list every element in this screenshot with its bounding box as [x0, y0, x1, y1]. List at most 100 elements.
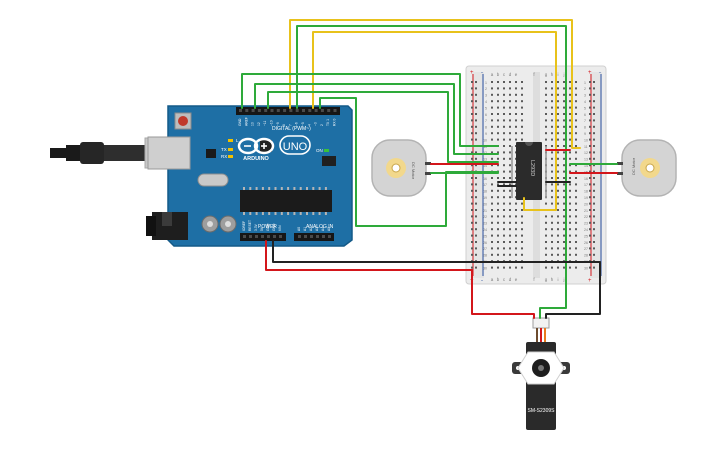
breadboard-hole[interactable]	[575, 215, 577, 218]
breadboard-hole[interactable]	[557, 196, 559, 199]
breadboard-hole[interactable]	[491, 196, 493, 199]
rail-hole[interactable]	[471, 266, 473, 269]
breadboard-hole[interactable]	[569, 196, 571, 199]
breadboard-hole[interactable]	[521, 234, 523, 237]
breadboard-hole[interactable]	[569, 138, 571, 141]
breadboard-hole[interactable]	[545, 132, 547, 135]
rail-hole[interactable]	[593, 157, 595, 160]
breadboard-hole[interactable]	[569, 247, 571, 250]
rail-hole[interactable]	[593, 189, 595, 192]
header-pin[interactable]	[304, 235, 307, 238]
breadboard-hole[interactable]	[557, 170, 559, 173]
breadboard-hole[interactable]	[503, 221, 505, 224]
breadboard-hole[interactable]	[503, 87, 505, 90]
header-pin[interactable]	[264, 109, 268, 112]
breadboard-hole[interactable]	[515, 221, 517, 224]
rail-hole[interactable]	[471, 241, 473, 243]
rail-hole[interactable]	[589, 266, 591, 269]
breadboard-hole[interactable]	[569, 164, 571, 167]
header-pin[interactable]	[245, 109, 249, 112]
rail-hole[interactable]	[471, 138, 473, 141]
breadboard-hole[interactable]	[491, 183, 493, 186]
rail-hole[interactable]	[593, 145, 595, 147]
header-pin[interactable]	[267, 235, 270, 238]
rail-hole[interactable]	[471, 196, 473, 199]
breadboard-hole[interactable]	[575, 145, 577, 147]
breadboard-hole[interactable]	[551, 241, 553, 243]
rail-hole[interactable]	[593, 266, 595, 269]
rail-hole[interactable]	[471, 151, 473, 154]
breadboard-hole[interactable]	[551, 253, 553, 256]
breadboard-hole[interactable]	[557, 157, 559, 160]
breadboard-hole[interactable]	[509, 189, 511, 192]
breadboard-hole[interactable]	[497, 241, 499, 243]
breadboard-hole[interactable]	[515, 253, 517, 256]
rail-hole[interactable]	[593, 125, 595, 128]
rail-hole[interactable]	[593, 138, 595, 141]
breadboard-hole[interactable]	[497, 253, 499, 256]
breadboard-hole[interactable]	[575, 241, 577, 243]
rail-hole[interactable]	[475, 228, 477, 231]
breadboard-hole[interactable]	[545, 228, 547, 231]
breadboard-hole[interactable]	[503, 266, 505, 269]
breadboard-hole[interactable]	[563, 164, 565, 167]
rail-hole[interactable]	[589, 221, 591, 224]
breadboard-hole[interactable]	[515, 202, 517, 205]
breadboard-hole[interactable]	[515, 93, 517, 96]
rail-hole[interactable]	[589, 241, 591, 243]
breadboard-hole[interactable]	[503, 247, 505, 250]
breadboard-hole[interactable]	[557, 93, 559, 96]
breadboard-hole[interactable]	[563, 215, 565, 218]
breadboard-hole[interactable]	[545, 106, 547, 109]
breadboard-hole[interactable]	[497, 228, 499, 231]
breadboard-hole[interactable]	[557, 151, 559, 154]
rail-hole[interactable]	[593, 241, 595, 243]
breadboard-hole[interactable]	[575, 87, 577, 90]
header-pin[interactable]	[328, 235, 331, 238]
rail-hole[interactable]	[593, 132, 595, 135]
rail-hole[interactable]	[593, 106, 595, 109]
header-pin[interactable]	[308, 109, 312, 112]
rail-hole[interactable]	[475, 151, 477, 154]
header-pin[interactable]	[257, 109, 261, 112]
breadboard-hole[interactable]	[521, 93, 523, 96]
breadboard-hole[interactable]	[575, 266, 577, 269]
breadboard-hole[interactable]	[557, 113, 559, 115]
breadboard-hole[interactable]	[575, 157, 577, 160]
rail-hole[interactable]	[589, 151, 591, 154]
rail-hole[interactable]	[593, 87, 595, 90]
rail-hole[interactable]	[589, 234, 591, 237]
rail-hole[interactable]	[475, 209, 477, 211]
rail-hole[interactable]	[593, 113, 595, 115]
header-pin[interactable]	[314, 109, 318, 112]
rail-hole[interactable]	[589, 177, 591, 179]
breadboard-hole[interactable]	[521, 221, 523, 224]
breadboard-hole[interactable]	[509, 125, 511, 128]
breadboard-hole[interactable]	[521, 215, 523, 218]
breadboard-hole[interactable]	[569, 87, 571, 90]
rail-hole[interactable]	[475, 234, 477, 237]
breadboard-hole[interactable]	[491, 87, 493, 90]
breadboard-hole[interactable]	[551, 228, 553, 231]
breadboard-hole[interactable]	[551, 100, 553, 103]
breadboard-hole[interactable]	[557, 228, 559, 231]
breadboard-hole[interactable]	[563, 189, 565, 192]
rail-hole[interactable]	[589, 202, 591, 205]
breadboard-hole[interactable]	[563, 132, 565, 135]
breadboard-hole[interactable]	[497, 87, 499, 90]
breadboard-hole[interactable]	[503, 196, 505, 199]
breadboard-hole[interactable]	[545, 266, 547, 269]
breadboard-hole[interactable]	[497, 177, 499, 179]
rail-hole[interactable]	[589, 100, 591, 103]
breadboard-hole[interactable]	[491, 157, 493, 160]
rail-hole[interactable]	[593, 228, 595, 231]
breadboard-hole[interactable]	[563, 157, 565, 160]
rail-hole[interactable]	[589, 81, 591, 83]
breadboard-hole[interactable]	[569, 241, 571, 243]
rail-hole[interactable]	[589, 157, 591, 160]
breadboard-hole[interactable]	[509, 215, 511, 218]
breadboard-hole[interactable]	[557, 138, 559, 141]
rail-hole[interactable]	[475, 247, 477, 250]
breadboard-hole[interactable]	[575, 196, 577, 199]
breadboard-hole[interactable]	[575, 151, 577, 154]
